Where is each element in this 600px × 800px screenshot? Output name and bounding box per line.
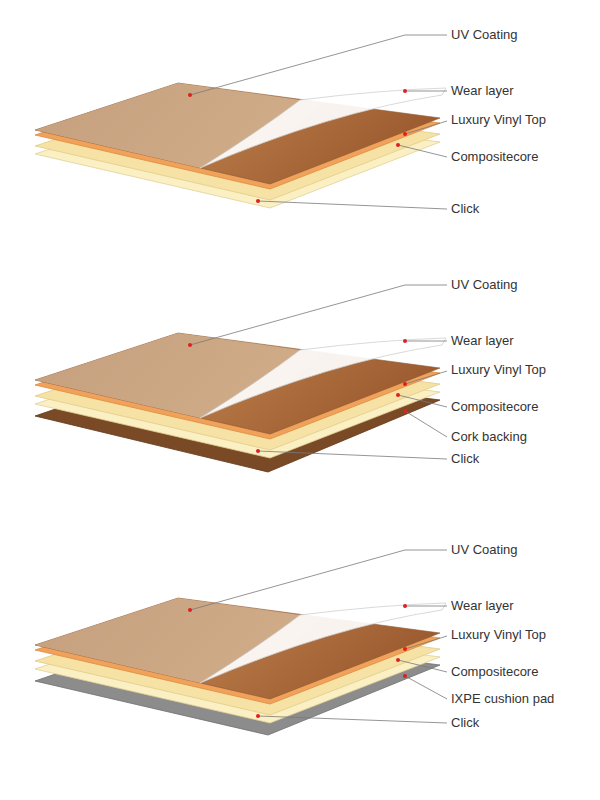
layer-label: UV Coating	[451, 277, 517, 293]
layer-label: Luxury Vinyl Top	[451, 627, 546, 643]
layer-label: Wear layer	[451, 83, 514, 99]
layer-stack	[35, 550, 447, 723]
layer-label: Cork backing	[451, 429, 527, 445]
layer-label: UV Coating	[451, 542, 517, 558]
layer-label: IXPE cushion pad	[451, 691, 554, 707]
leader-line	[258, 201, 447, 209]
layer-label: Compositecore	[451, 664, 538, 680]
layer-label: Wear layer	[451, 598, 514, 614]
layer-label: Luxury Vinyl Top	[451, 112, 546, 128]
leader-dot	[403, 674, 407, 678]
layer-label: Click	[451, 715, 479, 731]
leader-dot	[403, 409, 407, 413]
layer-label: Click	[451, 201, 479, 217]
leader-line	[405, 411, 447, 437]
layer-label: Luxury Vinyl Top	[451, 362, 546, 378]
layer-label: Click	[451, 451, 479, 467]
leader-line	[258, 451, 447, 459]
layer-label: Wear layer	[451, 333, 514, 349]
layer-label: UV Coating	[451, 27, 517, 43]
leader-line	[405, 676, 447, 699]
layer-label: Compositecore	[451, 149, 538, 165]
layer-stack	[35, 35, 447, 208]
panel-ixpe	[35, 550, 447, 735]
leader-dot	[256, 714, 260, 718]
layer-stack	[35, 285, 447, 458]
panel-basic	[35, 35, 447, 209]
leader-dot	[256, 199, 260, 203]
leader-line	[258, 716, 447, 723]
layer-label: Compositecore	[451, 399, 538, 415]
panel-cork	[35, 285, 447, 472]
leader-dot	[256, 449, 260, 453]
